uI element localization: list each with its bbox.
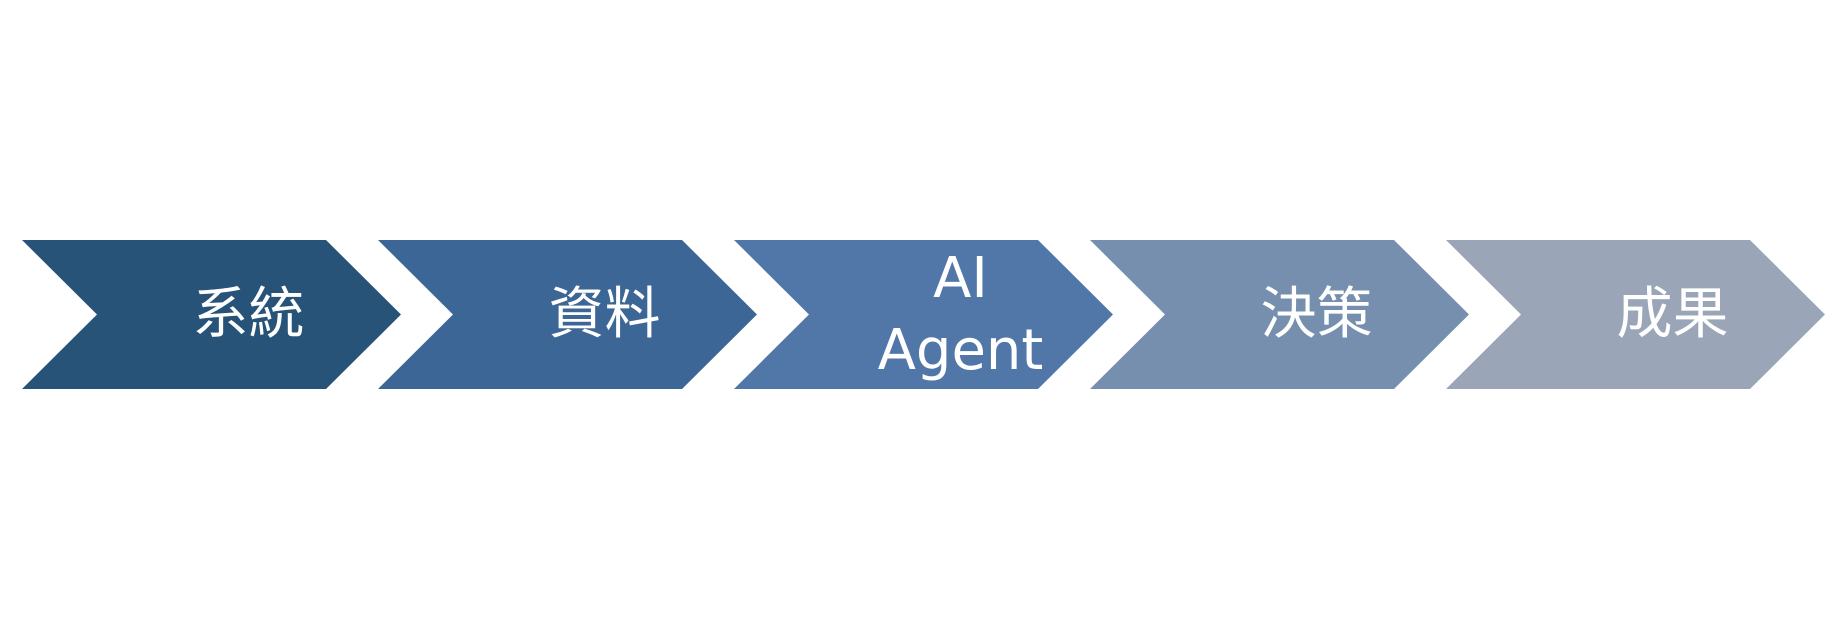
- step-label: 資料: [549, 282, 661, 347]
- chevron-shape: [378, 240, 757, 389]
- chevron-shape: [22, 240, 401, 389]
- process-step-4: 決策: [1090, 240, 1469, 389]
- process-step-2: 資料: [378, 240, 757, 389]
- step-label: Agent: [878, 318, 1044, 383]
- process-step-3: AI Agent: [734, 240, 1113, 389]
- chevron-shape: [1090, 240, 1469, 389]
- process-step-1: 系統: [22, 240, 401, 389]
- step-label: 系統: [193, 282, 305, 347]
- chevron-shape: [1446, 240, 1825, 389]
- chevron-shape: [734, 240, 1113, 389]
- step-label: 成果: [1617, 282, 1729, 347]
- step-label: 決策: [1261, 282, 1373, 347]
- step-label: AI: [933, 246, 988, 311]
- process-step-5: 成果: [1446, 240, 1825, 389]
